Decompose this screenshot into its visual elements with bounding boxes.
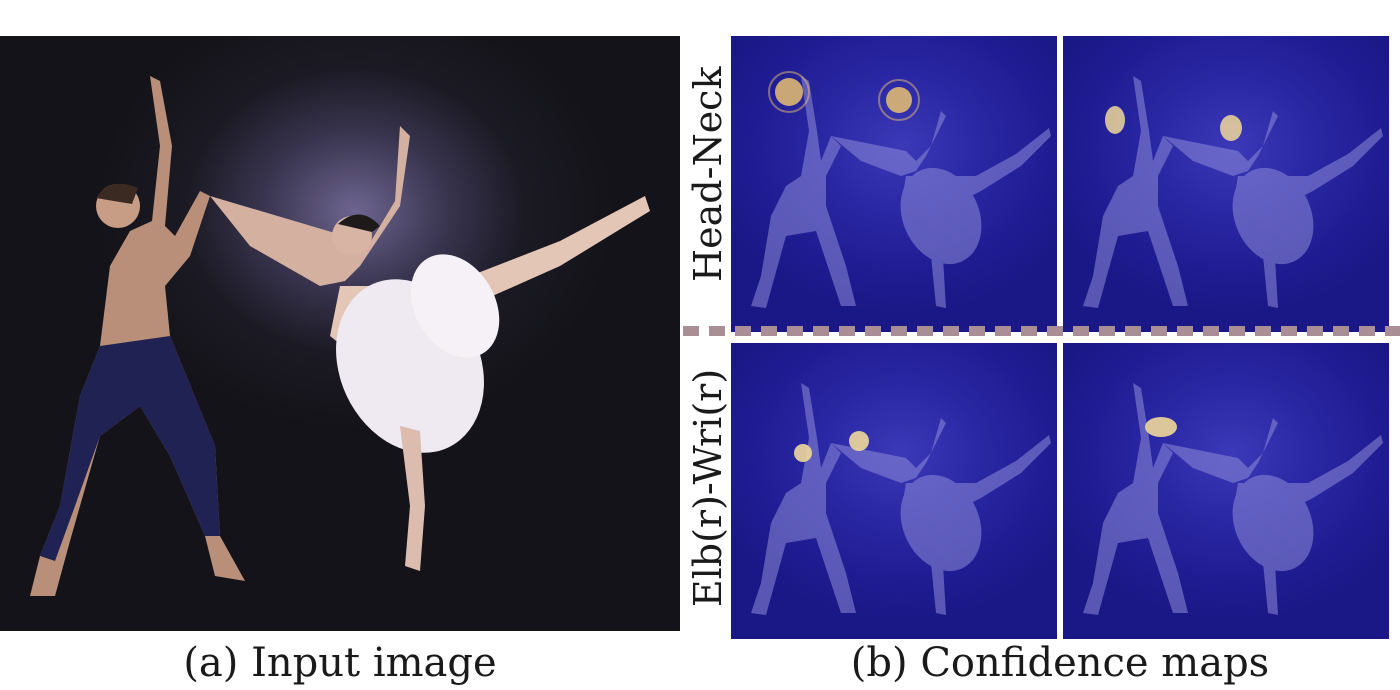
caption-input-image: (a) Input image	[183, 640, 497, 686]
female-dancer	[210, 126, 650, 571]
caption-confidence-maps: (b) Confidence maps	[850, 640, 1270, 686]
dancers-photo	[30, 76, 650, 596]
male-dancer	[30, 76, 245, 596]
confidence-map-head-neck-1	[731, 36, 1057, 332]
confidence-map-elbow-wrist-2	[1063, 343, 1389, 639]
row-separator	[683, 326, 1400, 336]
confidence-map-elbow-wrist-1	[731, 343, 1057, 639]
row-label-head-neck: Head-Neck	[686, 66, 730, 283]
input-image	[0, 36, 680, 631]
row-label-elbow-wrist: Elb(r)-Wri(r)	[686, 368, 730, 608]
confidence-map-head-neck-2	[1063, 36, 1389, 332]
